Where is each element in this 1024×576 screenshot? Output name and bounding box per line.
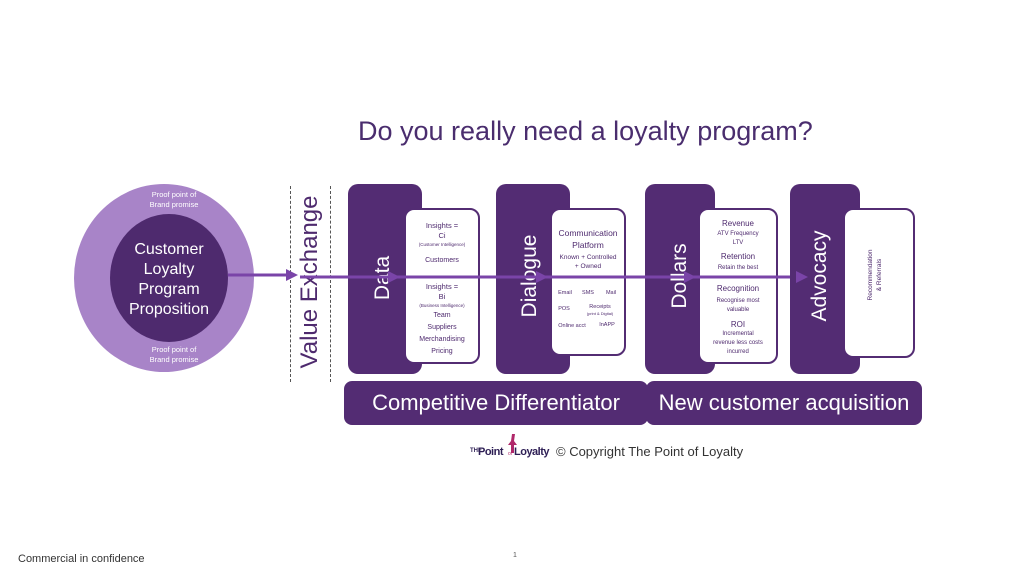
logo-loyalty: Loyalty	[514, 446, 550, 458]
revenue-title: Revenue	[721, 219, 755, 228]
receipts-subtitle: (print & Digital)	[586, 311, 614, 316]
figure-logo-icon	[508, 434, 517, 453]
customers-text: Customers	[425, 257, 459, 264]
email-channel: Email	[558, 290, 572, 296]
logo-point: Point	[478, 446, 504, 458]
proof-point-bottom: Proof point of Brand promise	[149, 345, 199, 364]
online-account-channel: Online acct	[558, 323, 586, 329]
dollars-panel	[698, 208, 778, 364]
arrowhead-advocacy	[796, 271, 808, 283]
advocacy-panel	[843, 208, 915, 358]
dashed-line-left	[290, 186, 291, 382]
bi-title: Insights = Bi	[425, 282, 459, 301]
ci-subtitle: (Customer Intelligence)	[418, 242, 466, 247]
arrowhead-value-exchange	[286, 269, 298, 281]
recognition-subtitle: Recognise most valuable	[716, 298, 760, 313]
ci-title: Insights = Ci	[425, 221, 459, 240]
dashed-line-right	[330, 186, 331, 382]
arrowhead-dialogue	[536, 271, 548, 283]
slide-title: Do you really need a loyalty program?	[358, 116, 813, 146]
mail-channel: Mail	[605, 290, 617, 296]
bi-items: Team Suppliers Merchandising Pricing	[419, 312, 465, 355]
inapp-channel: InAPP	[599, 322, 615, 328]
logo-the: THE	[470, 448, 482, 454]
communication-platform-title: Communication Platform	[558, 228, 618, 250]
copyright-text: © Copyright The Point of Loyalty	[556, 444, 744, 459]
retention-subtitle: Retain the best	[717, 265, 759, 271]
bi-subtitle: (Business Intelligence)	[419, 303, 465, 308]
logo-of: of	[508, 451, 513, 457]
recognition-title: Recognition	[716, 284, 760, 293]
roi-subtitle: Incremental revenue less costs incurred	[713, 331, 763, 355]
roi-title: ROI	[730, 320, 746, 329]
arrowhead-dollars	[684, 271, 696, 283]
dialogue-panel	[550, 208, 626, 356]
receipts-channel: Receipts	[589, 304, 611, 310]
data-panel	[404, 208, 480, 364]
proposition-text: Customer Loyalty Program Proposition	[128, 241, 210, 318]
sms-channel: SMS	[582, 290, 594, 296]
competitive-differentiator-bar: Competitive Differentiator	[344, 381, 648, 425]
retention-title: Retention	[720, 252, 756, 261]
pos-channel: POS	[558, 306, 570, 312]
footer-confidential: Commercial in confidence	[18, 553, 145, 565]
new-customer-acquisition-bar: New customer acquisition	[646, 381, 922, 425]
inner-circle	[110, 214, 228, 342]
proof-point-top: Proof point of Brand promise	[149, 190, 199, 209]
arrowhead-data	[388, 271, 400, 283]
communication-subtitle: Known + Controlled + Owned	[559, 254, 617, 270]
revenue-subtitle: ATV Frequency LTV	[717, 231, 759, 246]
page-number: 1	[513, 552, 517, 559]
point-of-loyalty-logo: THE Point of Loyalty	[470, 434, 550, 465]
